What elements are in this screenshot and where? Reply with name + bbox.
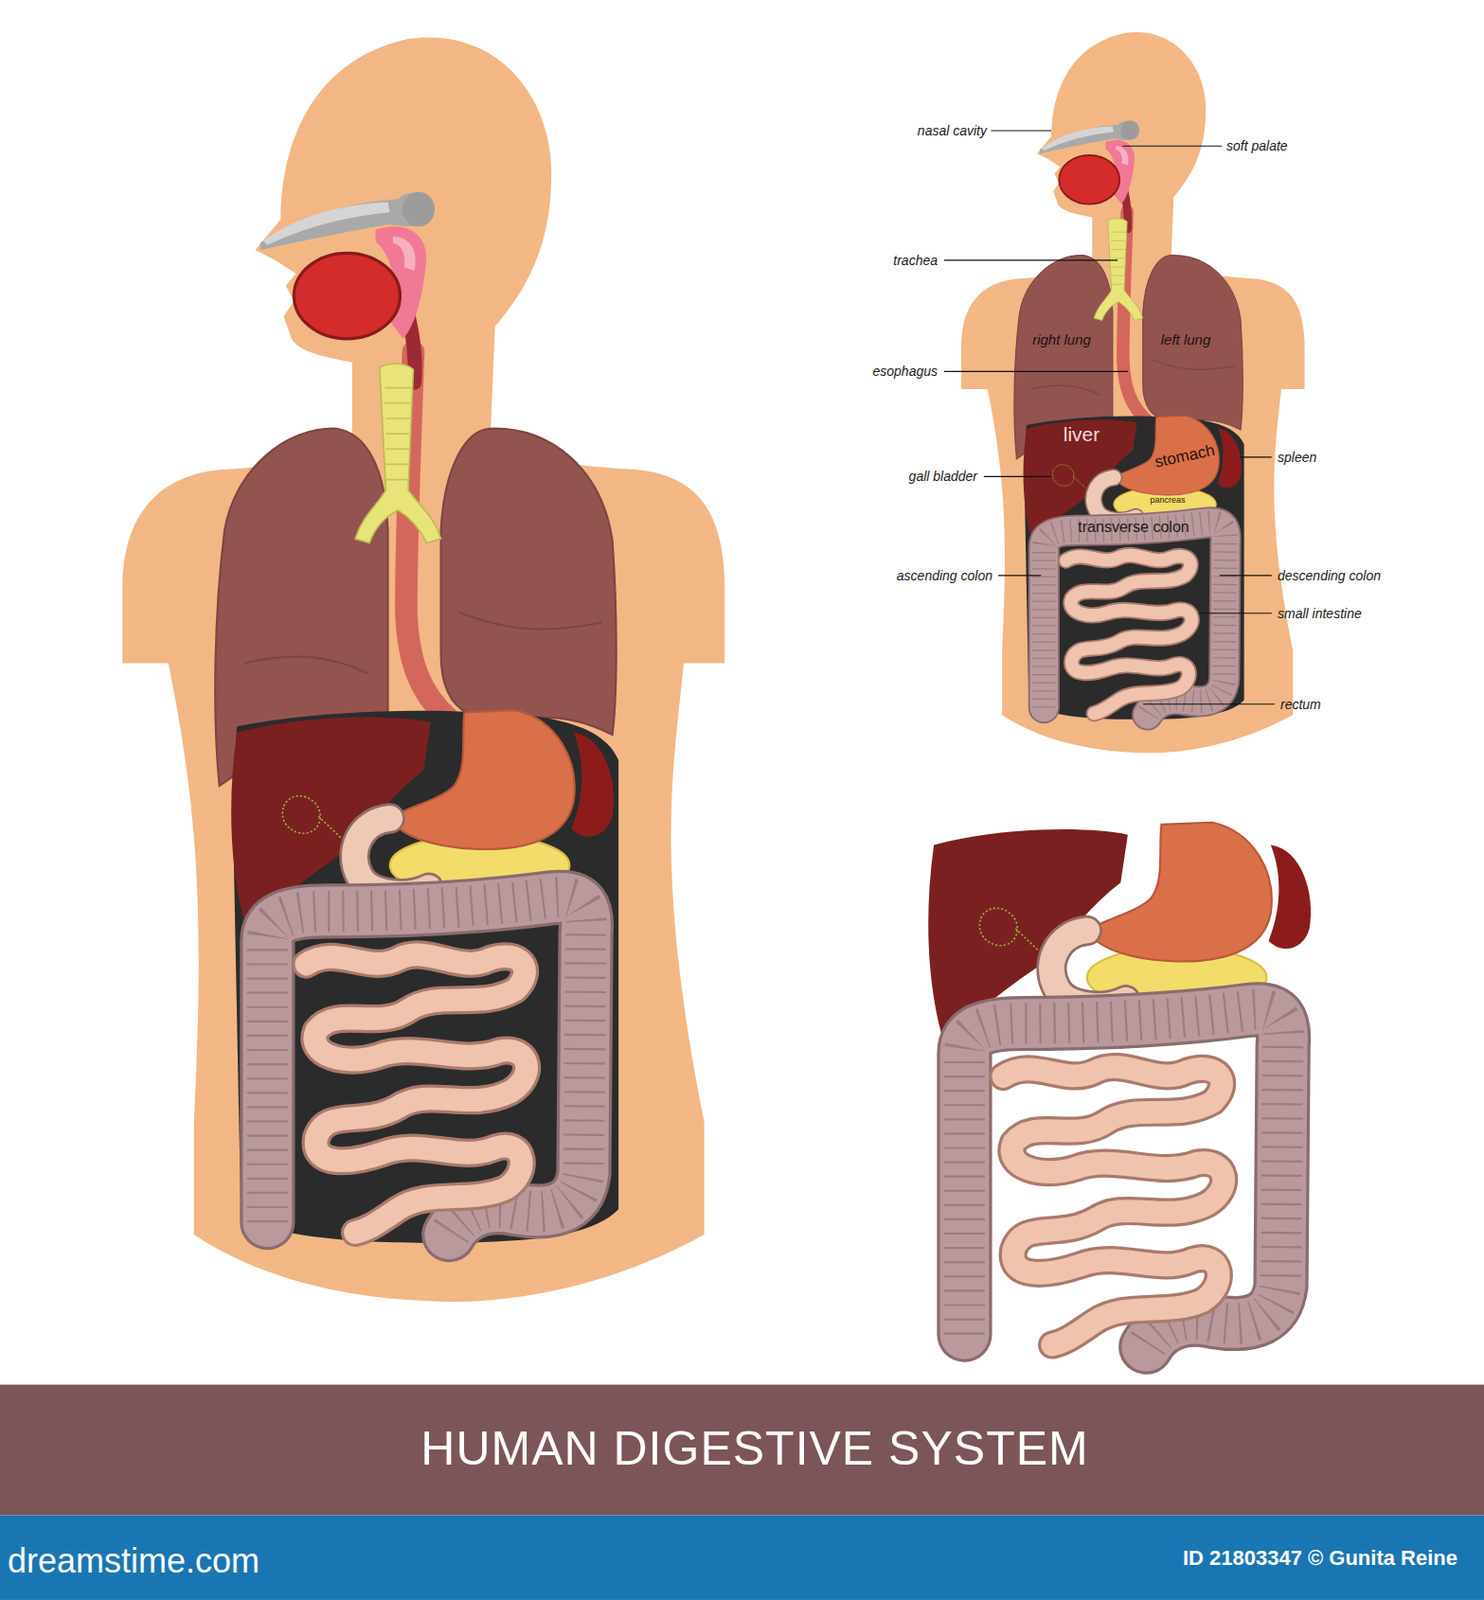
- leader-line: [1239, 456, 1271, 458]
- leader-line: [1143, 703, 1275, 705]
- organ-label: descending colon: [1277, 568, 1381, 584]
- watermark-text: dreamstime.com: [7, 1541, 260, 1581]
- organs-alone: [928, 822, 1311, 1348]
- leader-line: [998, 574, 1041, 576]
- organ-label: gall bladder: [909, 468, 978, 484]
- organ-label: nasal cavity: [917, 123, 987, 139]
- leader-line: [1198, 612, 1272, 614]
- image-id-credit: ID 21803347 © Gunita Reine: [1182, 1546, 1458, 1571]
- organ-label: spleen: [1277, 449, 1317, 465]
- large-figure: [122, 36, 725, 1303]
- organ-label: rectum: [1280, 697, 1322, 713]
- title-band: [0, 1385, 1484, 1517]
- organ-label: esophagus: [872, 363, 938, 379]
- organ-label: trachea: [893, 252, 938, 269]
- organ-label: ascending colon: [896, 568, 993, 584]
- title-text: HUMAN DIGESTIVE SYSTEM: [420, 1422, 1089, 1478]
- organ-label: pancreas: [1149, 495, 1185, 505]
- organ-label: left lung: [1161, 331, 1212, 348]
- small-figure: [961, 32, 1305, 753]
- organ-label: right lung: [1032, 331, 1091, 348]
- leader-lines: [944, 130, 1275, 705]
- organ-label: transverse colon: [1077, 518, 1189, 537]
- organ-label: liver: [1063, 423, 1101, 447]
- leader-line: [990, 129, 1052, 131]
- leader-line: [1219, 574, 1272, 576]
- leader-line: [983, 476, 1052, 478]
- organ-label: small intestine: [1277, 606, 1362, 622]
- leader-line: [944, 371, 1128, 373]
- credit-bar: [0, 1515, 1484, 1600]
- leader-line: [1122, 145, 1222, 147]
- leader-line: [944, 259, 1118, 261]
- organ-label: soft palate: [1226, 138, 1288, 154]
